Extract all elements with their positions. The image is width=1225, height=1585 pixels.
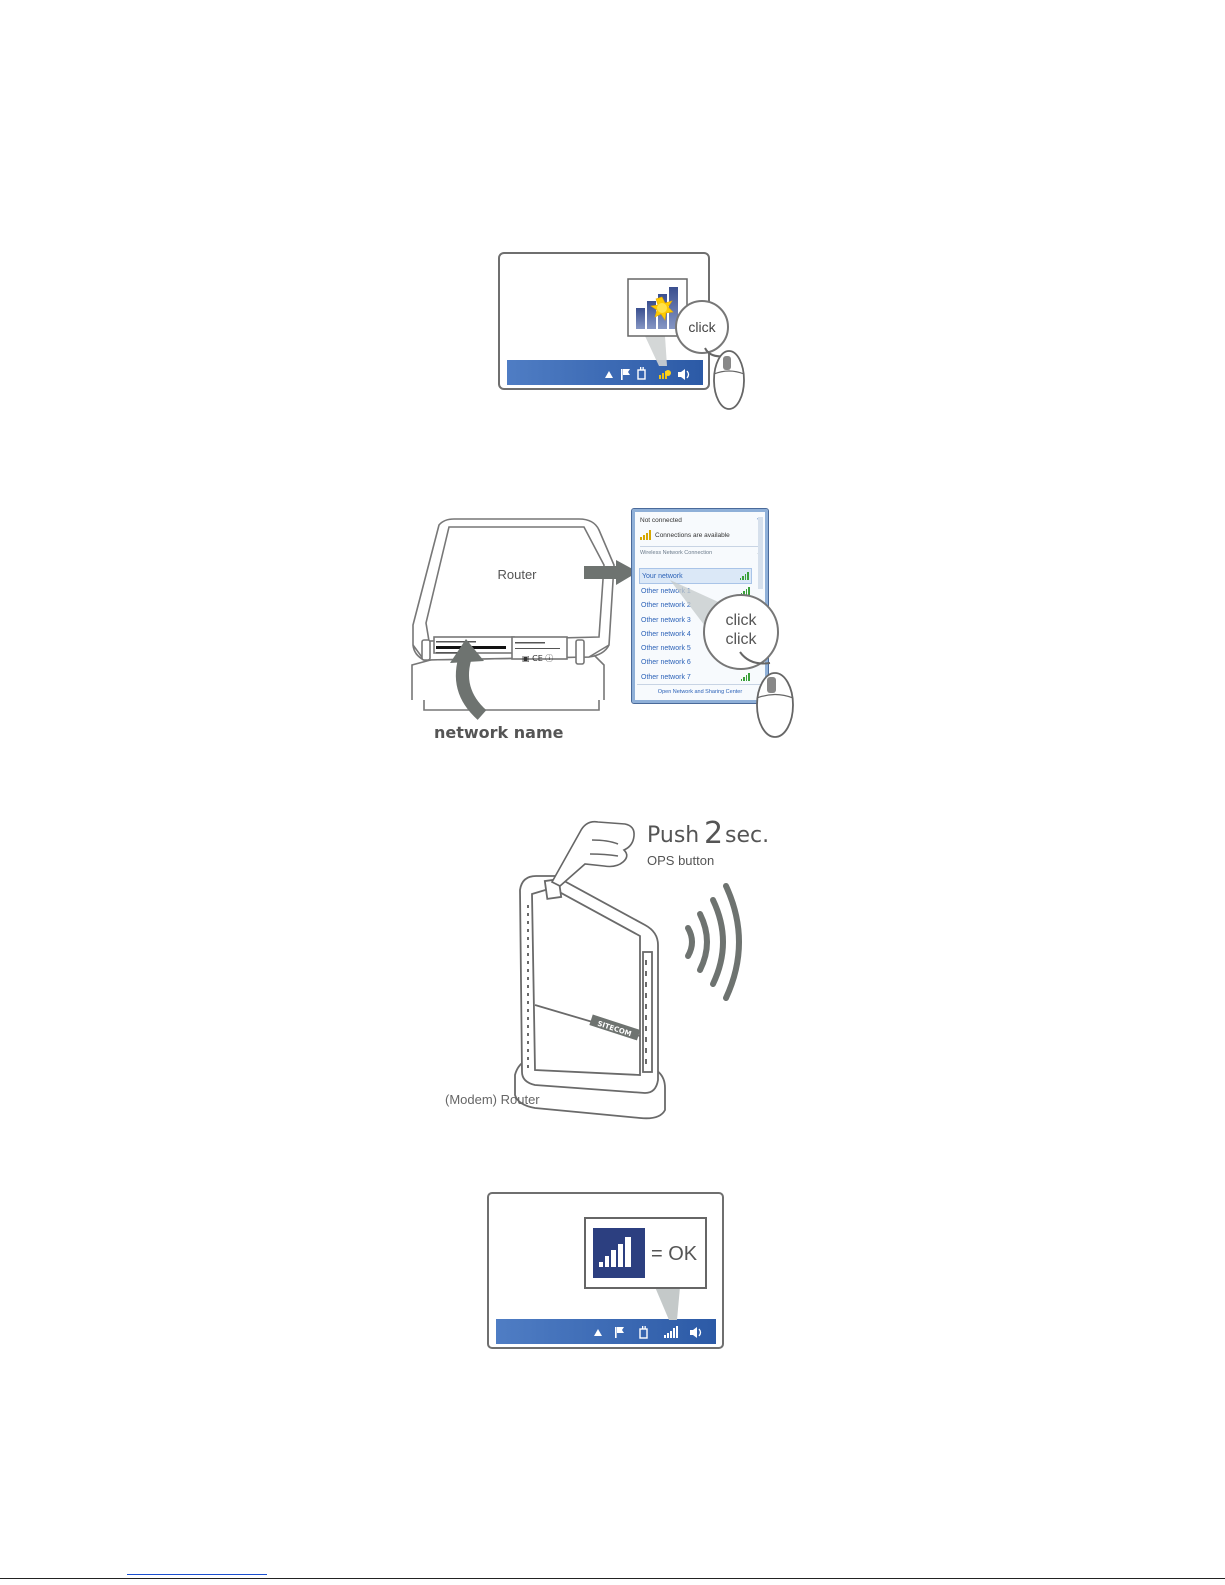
click-bubble xyxy=(675,300,729,354)
right-arrow-icon xyxy=(584,560,638,585)
ok-label: = OK xyxy=(651,1243,698,1265)
push-number: 2 xyxy=(704,816,723,851)
show-hidden-icons-icon[interactable] xyxy=(594,1329,602,1336)
signal-strength-icon xyxy=(740,673,750,682)
footer-link-underline[interactable] xyxy=(127,1574,267,1575)
network-name: Other network 6 xyxy=(641,659,691,667)
network-name: Other network 7 xyxy=(641,673,691,681)
network-name: Other network 5 xyxy=(641,645,691,653)
click-click-bubble xyxy=(703,594,779,670)
show-hidden-icons-icon[interactable] xyxy=(605,371,613,378)
wifi-unavailable-tray-icon[interactable] xyxy=(659,370,671,379)
step1-illustration: click xyxy=(498,252,745,410)
sun-star-icon xyxy=(650,296,674,321)
push-word: Push xyxy=(647,823,699,848)
network-item-your-network[interactable]: Your network xyxy=(639,568,752,585)
step2-illustration: ▣ CE ⓘ Router network name xyxy=(411,518,638,742)
signal-bars xyxy=(599,1237,631,1267)
taskbar xyxy=(496,1319,716,1344)
panel-scrollbar[interactable] xyxy=(758,517,763,589)
step4-illustration: = OK xyxy=(487,1192,724,1349)
network-name-label: network name xyxy=(434,723,564,742)
ops-button-label: OPS button xyxy=(647,853,714,868)
network-item[interactable]: Other network 7 xyxy=(639,670,752,684)
network-name: Other network 1 xyxy=(641,587,691,595)
speaker-icon[interactable] xyxy=(690,1327,702,1338)
network-name: Other network 3 xyxy=(641,616,691,624)
not-connected-status: Not connected xyxy=(640,517,682,524)
highlight-cone xyxy=(655,1287,680,1320)
flag-icon[interactable] xyxy=(615,1327,624,1338)
power-plug-icon[interactable] xyxy=(639,1326,648,1339)
taskbar xyxy=(507,360,703,385)
router-device xyxy=(411,518,615,711)
arrow-head-icon xyxy=(450,639,484,663)
modem-router-device xyxy=(514,875,666,1120)
open-network-sharing-center-link[interactable]: Open Network and Sharing Center xyxy=(657,689,743,695)
click-label-2: click xyxy=(725,631,757,648)
computer-mouse-icon xyxy=(739,651,794,738)
wifi-signal-waves-icon xyxy=(685,883,742,1001)
network-name: Your network xyxy=(642,572,683,580)
step2-click-overlay: click click xyxy=(670,580,794,738)
ce-mark: ▣ CE ⓘ xyxy=(522,654,553,663)
flag-icon[interactable] xyxy=(621,369,630,380)
connections-available-text: Connections are available xyxy=(655,531,730,539)
computer-mouse-icon xyxy=(704,347,745,410)
router-label: Router xyxy=(497,567,537,582)
speaker-icon[interactable] xyxy=(678,369,690,380)
signal-bars-icon xyxy=(640,530,651,540)
pointing-hand-icon xyxy=(550,820,635,887)
power-plug-icon[interactable] xyxy=(637,367,646,380)
page-footer-rule xyxy=(0,1578,1225,1579)
push-unit: sec. xyxy=(725,823,769,848)
network-name: Other network 4 xyxy=(641,630,691,638)
click-label: click xyxy=(688,319,716,335)
wifi-connected-tray-icon[interactable] xyxy=(664,1326,678,1338)
modem-router-label: (Modem) Router xyxy=(445,1092,540,1107)
highlight-cone xyxy=(645,336,667,366)
router-vents xyxy=(527,905,647,1070)
signal-strength-icon xyxy=(739,572,749,581)
click-label-1: click xyxy=(725,612,757,629)
wireless-section-header: Wireless Network Connection xyxy=(640,550,713,556)
network-name: Other network 2 xyxy=(641,602,691,610)
step3-illustration: SITECOM Push 2 sec. OPS button (Modem) R… xyxy=(445,816,769,1120)
